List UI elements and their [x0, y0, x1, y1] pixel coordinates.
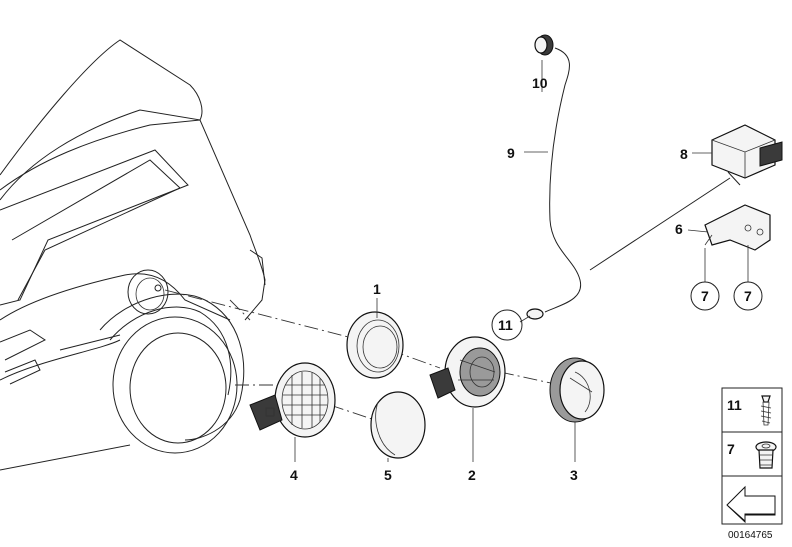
callout-5: 5	[384, 467, 392, 483]
callout-3: 3	[570, 467, 578, 483]
part-8-actuator	[589, 124, 783, 271]
part-5-flap-lid	[370, 391, 426, 459]
part-3-fuel-cap	[549, 357, 605, 423]
screw-icon	[760, 395, 772, 426]
legend-label-b: 7	[727, 441, 735, 457]
callout-7a-circle	[690, 281, 720, 311]
callout-1: 1	[373, 281, 381, 297]
car-body-outline	[0, 39, 266, 471]
callout-2: 2	[468, 467, 476, 483]
callout-7a: 7	[701, 288, 709, 304]
part-1-ring	[346, 311, 404, 379]
callout-7b-circle	[733, 281, 763, 311]
callout-6: 6	[675, 221, 683, 237]
part-9-cable	[526, 34, 582, 320]
callout-11: 11	[498, 317, 513, 333]
part-2-filler-housing	[429, 336, 506, 408]
callout-9: 9	[507, 145, 515, 161]
callout-10: 10	[532, 75, 548, 91]
part-6-bracket	[704, 204, 771, 251]
callout-7b: 7	[744, 288, 752, 304]
callout-labels: 1 2 3 4 5 6 8 9 10 11 7 7	[290, 75, 763, 483]
fastener-legend: 11 7	[721, 387, 783, 525]
callout-11-circle	[491, 309, 523, 341]
callout-8: 8	[680, 146, 688, 162]
fuel-flap-marker-icon	[154, 284, 162, 292]
callout-4: 4	[290, 467, 298, 483]
legend-label-a: 11	[727, 397, 742, 413]
direction-arrow-icon	[726, 485, 776, 524]
bolt-icon	[755, 441, 777, 469]
drawing-number: 00164765	[728, 530, 773, 541]
leader-lines	[294, 60, 749, 462]
part-4-housing	[249, 362, 336, 438]
